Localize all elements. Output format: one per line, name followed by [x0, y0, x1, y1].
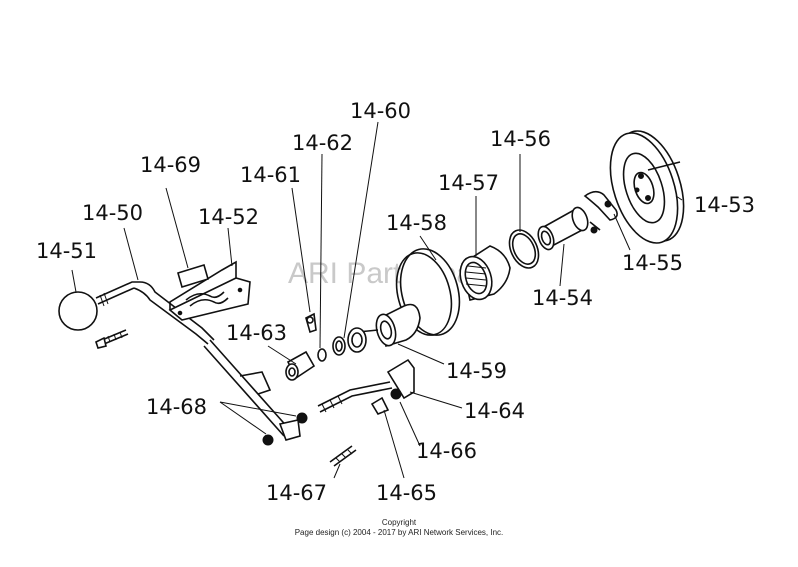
decal-part: [177, 263, 209, 289]
small-washer-part: [317, 348, 327, 362]
pulley-part: [609, 130, 685, 244]
label-14-61: 14-61: [240, 163, 301, 187]
bolt-parts: [95, 329, 308, 446]
linkage-rod-part: [317, 358, 415, 467]
label-14-63: 14-63: [226, 321, 287, 345]
label-14-55: 14-55: [622, 251, 683, 275]
label-14-59: 14-59: [446, 359, 507, 383]
washer-part: [332, 336, 346, 356]
label-14-60: 14-60: [350, 99, 411, 123]
label-14-67: 14-67: [266, 481, 327, 505]
part-labels: 14-53 14-54 14-55 14-56 14-57 14-58 14-5…: [36, 99, 755, 505]
copyright-label: Copyright: [381, 518, 417, 527]
key-clip-part: [583, 190, 618, 234]
collar-part: [347, 327, 367, 353]
bushing-part: [285, 350, 316, 381]
pin-part: [305, 312, 317, 334]
label-14-66: 14-66: [416, 439, 477, 463]
hub-flange-part: [357, 248, 461, 348]
label-14-58: 14-58: [386, 211, 447, 235]
label-14-51: 14-51: [36, 239, 97, 263]
label-14-56: 14-56: [490, 127, 551, 151]
label-14-69: 14-69: [140, 153, 201, 177]
leader-lines: [71, 121, 683, 479]
bracket-part: [168, 260, 251, 321]
bearing-cup-part: [459, 245, 511, 301]
lever-part: [58, 281, 301, 441]
label-14-64: 14-64: [464, 399, 525, 423]
ring-part: [508, 229, 540, 269]
page-design-credit: Page design (c) 2004 - 2017 by ARI Netwo…: [294, 528, 504, 537]
label-14-54: 14-54: [532, 286, 593, 310]
label-14-62: 14-62: [292, 131, 353, 155]
label-14-52: 14-52: [198, 205, 259, 229]
label-14-53: 14-53: [694, 193, 755, 217]
label-14-68: 14-68: [146, 395, 207, 419]
sleeve-part: [537, 206, 589, 251]
label-14-57: 14-57: [438, 171, 499, 195]
label-14-50: 14-50: [82, 201, 143, 225]
label-14-65: 14-65: [376, 481, 437, 505]
